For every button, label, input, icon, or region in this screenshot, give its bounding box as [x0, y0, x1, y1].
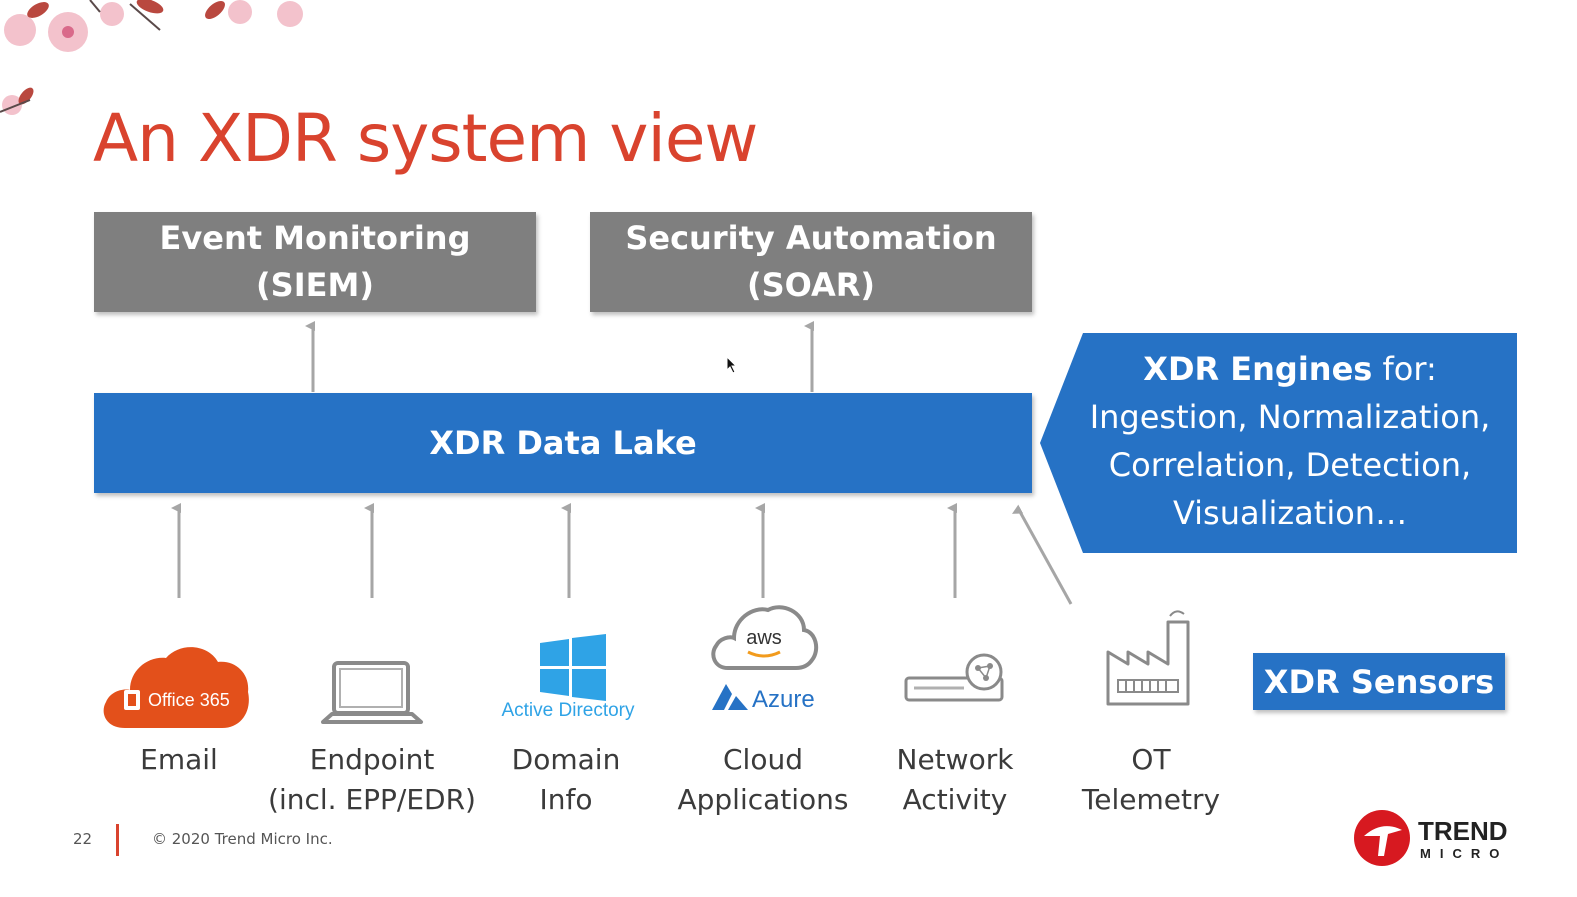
engines-bold: XDR Engines: [1143, 350, 1373, 388]
router-icon: [904, 653, 1004, 702]
source-email-line1: Email: [140, 743, 218, 776]
footer-divider: [116, 824, 119, 856]
source-endpoint-line1: Endpoint: [309, 743, 435, 776]
logo-word1: TREND: [1418, 816, 1508, 846]
soar-line2: (SOAR): [746, 266, 876, 304]
engines-line2: Ingestion, Normalization,: [1089, 398, 1491, 436]
source-endpoint-line2: (incl. EPP/EDR): [268, 783, 476, 816]
factory-icon: [1106, 610, 1190, 706]
source-ot-line2: Telemetry: [1081, 783, 1221, 816]
office365-text: Office 365: [148, 690, 230, 710]
source-endpoint: Endpoint (incl. EPP/EDR): [257, 740, 487, 820]
office365-icon: Office 365: [103, 647, 249, 728]
soar-line1: Security Automation: [625, 219, 997, 257]
siem-line1: Event Monitoring: [159, 219, 471, 257]
azure-icon: Azure: [712, 684, 815, 713]
siem-line2: (SIEM): [256, 266, 374, 304]
sensors-text: XDR Sensors: [1263, 662, 1495, 701]
cherry-blossom-decoration: [0, 0, 303, 115]
source-email: Email: [64, 740, 294, 780]
logo-word2: MICRO: [1420, 846, 1508, 861]
source-domain: Domain Info: [451, 740, 681, 820]
xdr-data-lake: XDR Data Lake: [94, 393, 1032, 493]
xdr-sensors-label: XDR Sensors: [1253, 653, 1505, 710]
trend-micro-logo: TREND MICRO: [1354, 810, 1508, 866]
source-network-line1: Network: [896, 743, 1014, 776]
soar-box: Security Automation (SOAR): [590, 212, 1032, 312]
source-ot: OT Telemetry: [1036, 740, 1266, 820]
source-ot-line1: OT: [1131, 743, 1171, 776]
mouse-cursor-icon: [726, 356, 738, 374]
page-number: 22: [73, 830, 93, 848]
engines-for: for:: [1372, 350, 1437, 388]
azure-text: Azure: [752, 686, 815, 713]
source-network-line2: Activity: [902, 783, 1008, 816]
source-cloud-line2: Applications: [677, 783, 849, 816]
slide-title: An XDR system view: [93, 100, 758, 177]
engines-line4: Visualization…: [1172, 494, 1408, 532]
engines-line3: Correlation, Detection,: [1108, 446, 1472, 484]
source-cloud: Cloud Applications: [648, 740, 878, 820]
copyright-text: © 2020 Trend Micro Inc.: [152, 830, 333, 848]
cloud-icon: aws: [711, 605, 819, 670]
xdr-engines-shape: [1040, 333, 1517, 553]
source-domain-line1: Domain: [511, 743, 621, 776]
siem-box: Event Monitoring (SIEM): [94, 212, 536, 312]
source-network: Network Activity: [840, 740, 1070, 820]
xdr-engines-text: XDR Engines for: Ingestion, Normalizatio…: [1075, 345, 1505, 537]
data-lake-label: XDR Data Lake: [429, 424, 697, 462]
source-cloud-line1: Cloud: [723, 743, 803, 776]
laptop-icon: [321, 661, 423, 724]
active-directory-label: Active Directory: [501, 700, 635, 721]
source-domain-line2: Info: [539, 783, 593, 816]
windows-icon: [540, 634, 606, 701]
aws-text: aws: [746, 627, 782, 649]
